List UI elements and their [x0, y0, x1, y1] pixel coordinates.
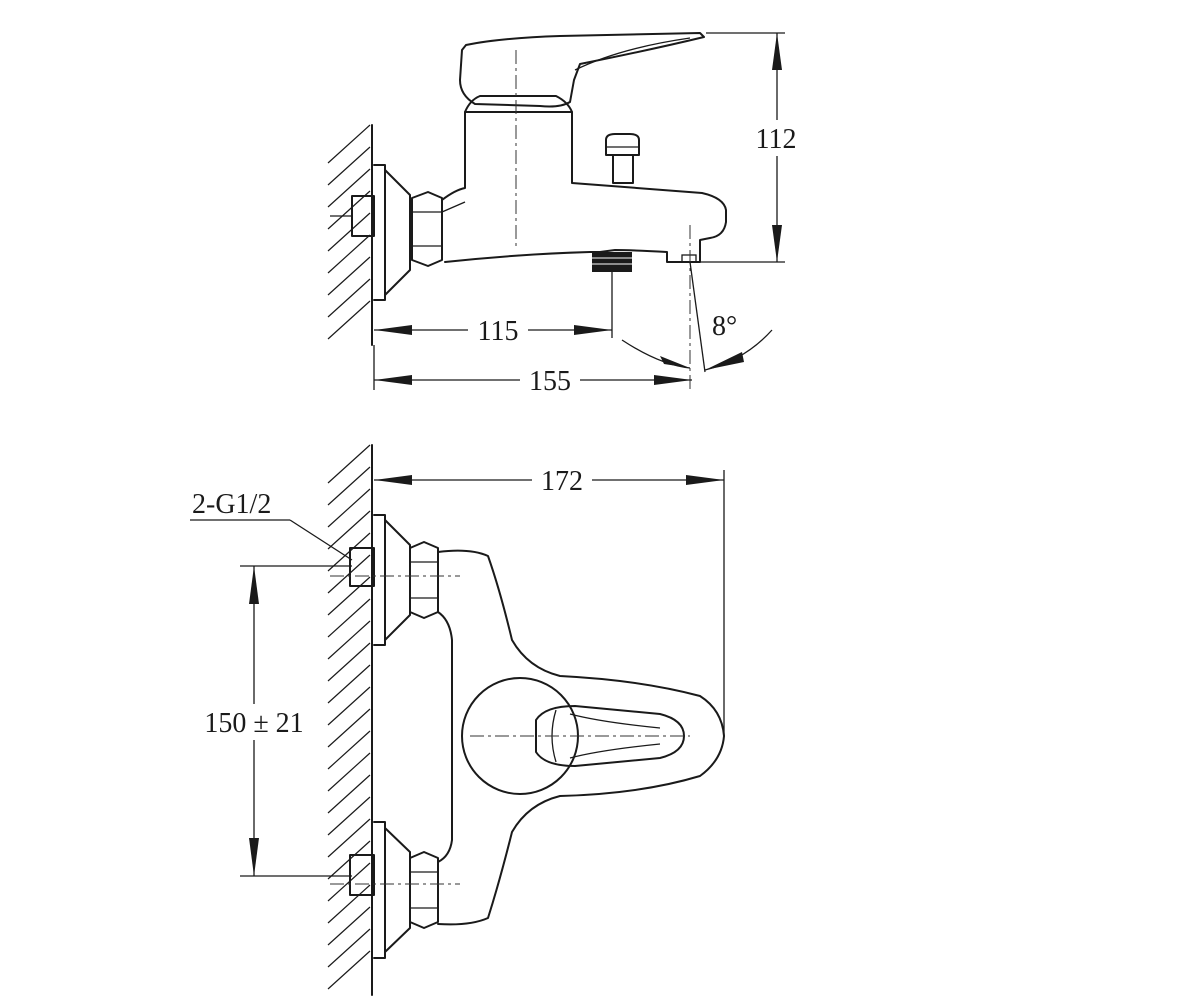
dimension-112: 112: [700, 32, 804, 263]
wall-hatch-line: [327, 620, 371, 660]
wall-hatch-line: [327, 278, 371, 318]
side-view: 112 115 155 8°: [327, 32, 804, 397]
dimension-150: 150 ± 21: [196, 565, 352, 877]
wall-hatch-line: [327, 906, 371, 946]
wall-hatch-line: [327, 708, 371, 748]
wall-hatch-line: [327, 146, 371, 186]
wall-hatch-line: [327, 730, 371, 770]
side-view-diverter-knob: [605, 133, 640, 184]
side-view-wall-flange: [330, 164, 411, 301]
dimension-150-label: 150 ± 21: [204, 708, 303, 739]
wall-hatch-line: [327, 234, 371, 274]
side-view-lever-handle: [459, 32, 705, 108]
wall-hatch-line: [327, 576, 371, 616]
wall-hatch-line: [327, 796, 371, 836]
wall-hatch-line: [327, 950, 371, 990]
dimension-172-label: 172: [541, 466, 583, 497]
wall-hatch-line: [327, 256, 371, 296]
wall-hatch-line: [327, 212, 371, 252]
side-view-hex-nut: [411, 191, 443, 267]
side-view-mixer-body: [441, 95, 727, 263]
top-view-upper-connection: [349, 514, 439, 646]
top-view-mixer-body: [437, 549, 725, 926]
wall-hatch-line: [327, 444, 371, 484]
wall-hatch-line: [327, 168, 371, 208]
wall-hatch-line: [327, 686, 371, 726]
dimension-172: 172: [374, 462, 725, 736]
wall-hatch-line: [327, 488, 371, 528]
wall-hatch-line: [327, 774, 371, 814]
side-view-aerator: [681, 254, 697, 263]
wall-hatch-line: [327, 928, 371, 968]
wall-hatch-line: [327, 884, 371, 924]
wall-hatch-line: [327, 466, 371, 506]
wall-hatch-line: [327, 752, 371, 792]
dimension-155: 155: [373, 345, 692, 397]
top-view-wall: [327, 444, 373, 996]
wall-hatch-line: [327, 124, 371, 164]
dimension-155-label: 155: [529, 366, 571, 397]
connection-thread-text: 2-G1/2: [192, 489, 271, 520]
dimension-112-label: 112: [756, 124, 797, 155]
top-view: 172 2-G1/2 150 ± 21: [190, 444, 725, 996]
wall-hatch-line: [327, 818, 371, 858]
dimension-angle-8: 8°: [621, 261, 773, 373]
wall-hatch-line: [327, 510, 371, 550]
connection-thread-label: 2-G1/2: [190, 489, 353, 561]
wall-hatch-line: [327, 642, 371, 682]
wall-hatch-line: [327, 598, 371, 638]
wall-hatch-line: [327, 190, 371, 230]
top-view-lower-connection: [349, 821, 439, 959]
side-view-shower-outlet: [592, 252, 632, 272]
wall-hatch-line: [327, 300, 371, 340]
dimension-115-label: 115: [478, 316, 519, 347]
wall-hatch-line: [327, 664, 371, 704]
dimension-angle-label: 8°: [712, 311, 737, 342]
dimension-115: 115: [374, 272, 613, 347]
